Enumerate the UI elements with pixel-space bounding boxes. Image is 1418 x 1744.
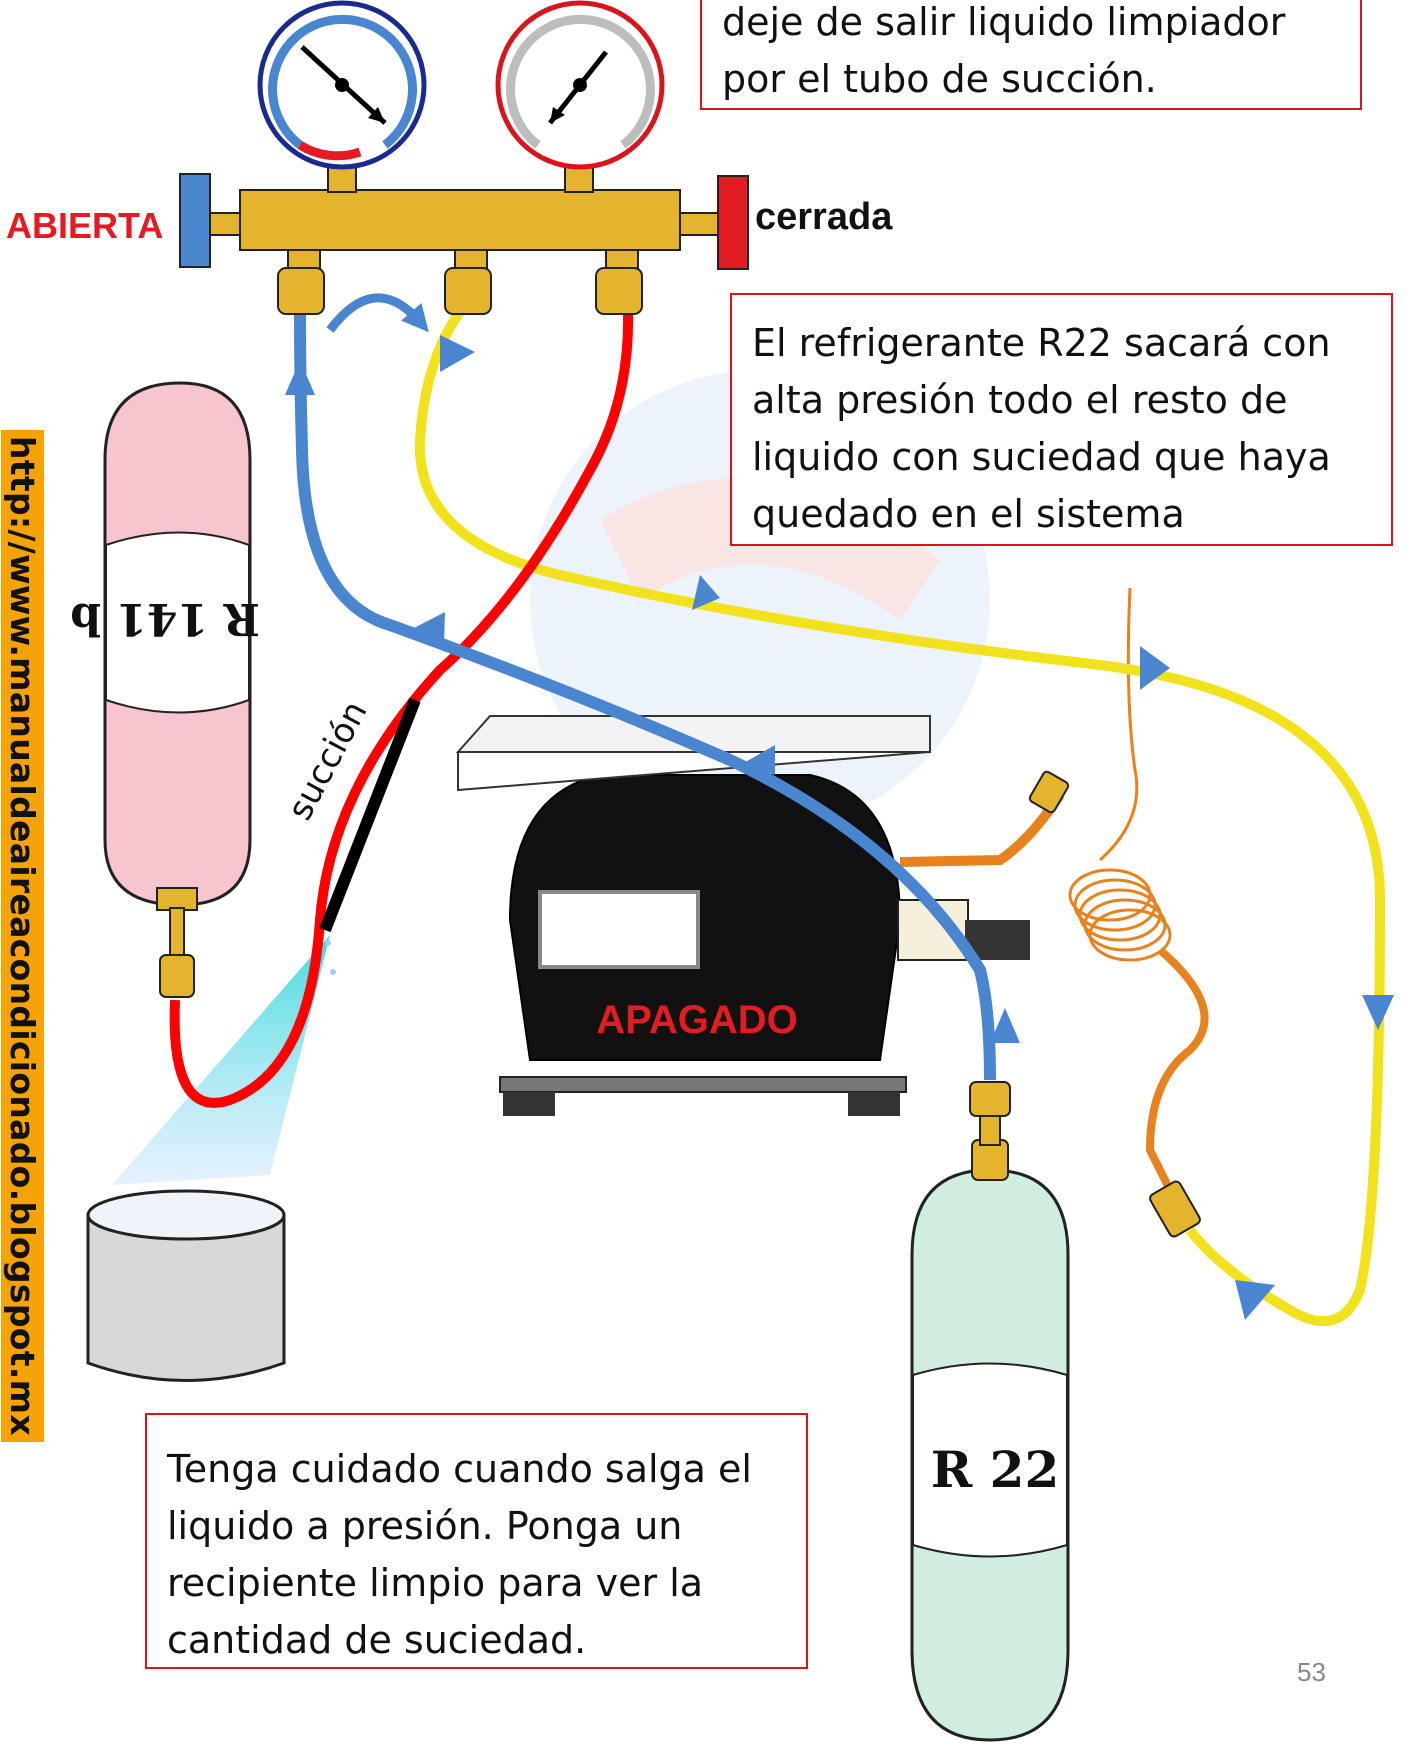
spray-cone (112, 935, 330, 1185)
flow-arrows (285, 293, 1394, 1320)
blue-hose (294, 311, 996, 1081)
page-number: 53 (1297, 1657, 1326, 1687)
bottom-note-line-4: cantidad de suciedad. (167, 1618, 587, 1662)
right-note-line-2: alta presión todo el resto de (752, 378, 1288, 422)
bucket-icon (86, 1189, 286, 1382)
yellow-hose (414, 309, 1386, 1327)
top-note-line-1: deje de salir liquido limpiador (722, 0, 1286, 44)
valve-left-label: ABIERTA (6, 205, 164, 246)
bottom-note-line-1: Tenga cuidado cuando salga el (167, 1447, 752, 1491)
manifold-gauge-set (179, 161, 749, 315)
low-pressure-gauge-icon (257, 0, 427, 170)
r141b-tank-label: R 141 b (70, 593, 260, 644)
compressor-state-label: APAGADO (596, 998, 798, 1042)
right-note-box: El refrigerante R22 sacará con alta pres… (730, 293, 1393, 546)
r141b-tank (103, 381, 252, 998)
red-hose (169, 311, 634, 1108)
r22-tank-label: R 22 (930, 1440, 1060, 1499)
high-pressure-gauge-icon (495, 0, 665, 170)
bottom-note-line-2: liquido a presión. Ponga un (167, 1504, 683, 1548)
compressor-icon (455, 714, 1070, 1116)
capillary-tube (1068, 587, 1209, 1238)
bottom-note-line-3: recipiente limpio para ver la (167, 1561, 704, 1605)
right-note-line-1: El refrigerante R22 sacará con (752, 321, 1331, 365)
valve-right-label: cerrada (755, 196, 893, 238)
top-note-line-2: por el tubo de succión. (722, 57, 1157, 101)
bottom-note-box: Tenga cuidado cuando salga el liquido a … (145, 1413, 808, 1669)
top-note-box: deje de salir liquido limpiador por el t… (700, 0, 1362, 110)
r22-tank (910, 1081, 1070, 1742)
right-note-line-3: liquido con suciedad que haya (752, 435, 1331, 479)
side-url-link[interactable]: http://www.manualdeaireacondicionado.blo… (1, 430, 44, 1442)
right-note-line-4: quedado en el sistema (752, 492, 1185, 536)
suction-tube (319, 697, 421, 933)
